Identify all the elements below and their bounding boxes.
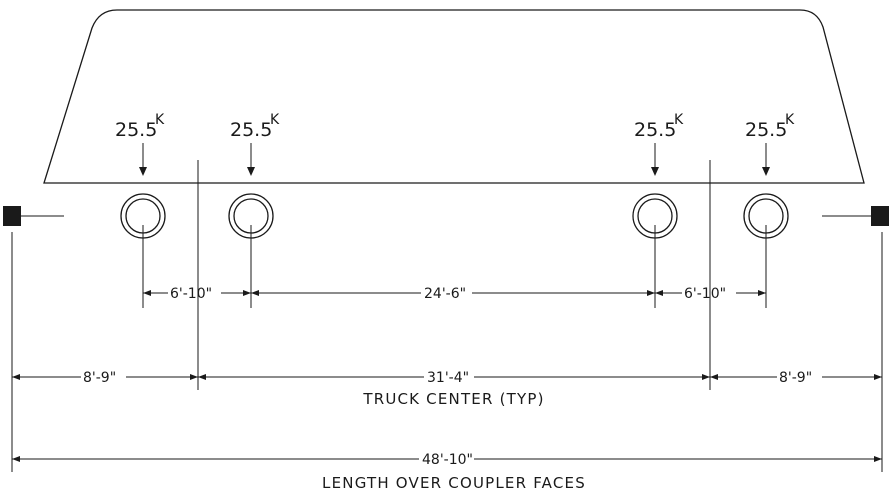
load-3: 25.5 K [634,112,684,176]
caption-overall-length: LENGTH OVER COUPLER FACES [322,474,586,492]
dim-axle-spacing-left-text: 6'-10" [170,286,212,302]
load-2: 25.5 K [230,112,280,176]
dim-overhang-left-text: 8'-9" [83,370,116,386]
load-2-unit: K [270,112,280,128]
dim-overhang-left: 8'-9" [12,370,198,386]
dim-inner-axle-spacing-text: 24'-6" [424,286,466,302]
load-2-value: 25.5 [230,119,272,141]
dim-axle-spacing-left: 6'-10" [143,286,251,302]
load-3-unit: K [674,112,684,128]
right-coupler [871,206,889,226]
dim-truck-center-text: 31'-4" [427,370,469,386]
load-4: 25.5 K [745,112,795,176]
load-1-unit: K [155,112,165,128]
car-body [43,9,865,184]
load-4-unit: K [785,112,795,128]
dim-overhang-right: 8'-9" [710,370,882,386]
dim-truck-center: 31'-4" [198,370,710,386]
load-4-value: 25.5 [745,119,787,141]
dim-overall-length-text: 48'-10" [422,452,473,468]
load-3-value: 25.5 [634,119,676,141]
caption-truck-center: TRUCK CENTER (TYP) [362,390,544,408]
dim-overall-length: 48'-10" [12,452,882,468]
dim-axle-spacing-right: 6'-10" [655,286,766,302]
dim-overhang-right-text: 8'-9" [779,370,812,386]
load-1-value: 25.5 [115,119,157,141]
dim-axle-spacing-right-text: 6'-10" [684,286,726,302]
left-coupler [3,206,21,226]
load-1: 25.5 K [115,112,165,176]
dim-inner-axle-spacing: 24'-6" [251,286,655,302]
